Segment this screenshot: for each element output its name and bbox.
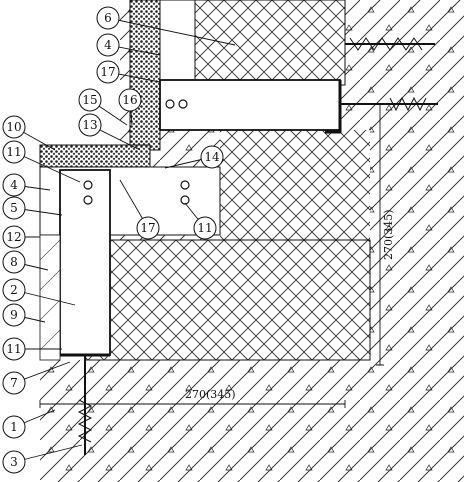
callout-circle — [2, 415, 26, 439]
callout-number: 16 — [122, 93, 137, 107]
callout-1: 1 — [2, 409, 56, 439]
lower-insulation — [84, 239, 371, 361]
upper-panel — [159, 0, 196, 86]
callout-circle — [2, 337, 26, 361]
upper-edge-profile — [325, 80, 342, 134]
callout-6: 6 — [96, 6, 236, 46]
callout-11b: 11 — [184, 202, 217, 240]
callout-number: 11 — [197, 221, 212, 235]
callout-number: 5 — [10, 201, 18, 215]
callout-circle — [96, 6, 120, 30]
callout-leader — [107, 17, 236, 46]
callout-12: 12 — [2, 225, 40, 249]
callout-2: 2 — [2, 278, 76, 306]
callout-15: 15 — [78, 88, 128, 126]
callout-leader — [13, 444, 83, 463]
fastener-screws — [83, 99, 190, 205]
callout-17a: 17 — [96, 60, 161, 84]
callout-number: 1 — [10, 420, 18, 434]
callout-number: 11 — [6, 145, 21, 159]
callout-9: 9 — [2, 303, 46, 327]
anchor-lower — [77, 355, 93, 455]
callout-13: 13 — [78, 113, 141, 151]
callout-number: 13 — [82, 118, 97, 132]
callout-16: 16 — [118, 88, 142, 126]
callout-number: 15 — [82, 93, 97, 107]
callout-circle — [200, 145, 224, 169]
callout-circle — [2, 225, 26, 249]
dimension-horizontal: 270(345) — [185, 388, 236, 401]
callout-4a: 4 — [96, 33, 161, 57]
callout-11c: 11 — [2, 337, 62, 361]
callout-circle — [2, 140, 26, 164]
callout-circle — [78, 113, 102, 137]
callout-number: 11 — [6, 342, 21, 356]
callout-number: 7 — [10, 376, 18, 390]
callout-17b: 17 — [119, 179, 160, 240]
callout-number: 9 — [10, 308, 18, 322]
callout-circle — [2, 278, 26, 302]
callout-number: 4 — [10, 178, 18, 192]
anchor-upper — [345, 37, 435, 51]
callout-number: 17 — [100, 65, 115, 79]
callout-number: 14 — [204, 150, 220, 164]
callout-8: 8 — [2, 250, 49, 274]
callout-leader — [13, 151, 81, 183]
callout-circle — [193, 216, 217, 240]
callout-number: 4 — [104, 38, 112, 52]
callout-circle — [2, 115, 26, 139]
callout-circle — [2, 303, 26, 327]
callout-5: 5 — [2, 196, 63, 220]
horizontal-foam-strip — [39, 144, 151, 168]
callout-number: 2 — [10, 283, 18, 297]
concrete-base — [40, 360, 464, 482]
callout-circle — [78, 88, 102, 112]
anchor-middle — [340, 96, 438, 112]
callout-circle — [2, 250, 26, 274]
callout-number: 12 — [6, 230, 21, 244]
callout-circle — [118, 88, 142, 112]
callout-11a: 11 — [2, 140, 81, 183]
callout-number: 17 — [140, 221, 155, 235]
callout-number: 8 — [10, 255, 18, 269]
dimension-vertical: 270(345) — [382, 209, 395, 260]
callout-circle — [2, 173, 26, 197]
callout-4b: 4 — [2, 173, 51, 197]
upper-foam-layer — [129, 0, 161, 151]
callout-7: 7 — [2, 361, 71, 395]
callout-circle — [2, 196, 26, 220]
upper-bracket-profile — [159, 79, 341, 131]
callout-10: 10 — [2, 115, 56, 151]
callout-number: 6 — [104, 11, 112, 25]
callout-circle — [136, 216, 160, 240]
callout-circle — [2, 450, 26, 474]
corner-insulation — [220, 130, 370, 240]
callout-14: 14 — [164, 145, 224, 169]
callout-circle — [96, 60, 120, 84]
dimension-lines — [39, 103, 384, 408]
callout-3: 3 — [2, 444, 83, 474]
upper-insulation — [194, 0, 346, 86]
callout-number: 3 — [10, 455, 18, 469]
lower-cladding — [39, 234, 61, 361]
callout-circle — [2, 371, 26, 395]
callout-circle — [96, 33, 120, 57]
callout-number: 10 — [6, 120, 21, 134]
